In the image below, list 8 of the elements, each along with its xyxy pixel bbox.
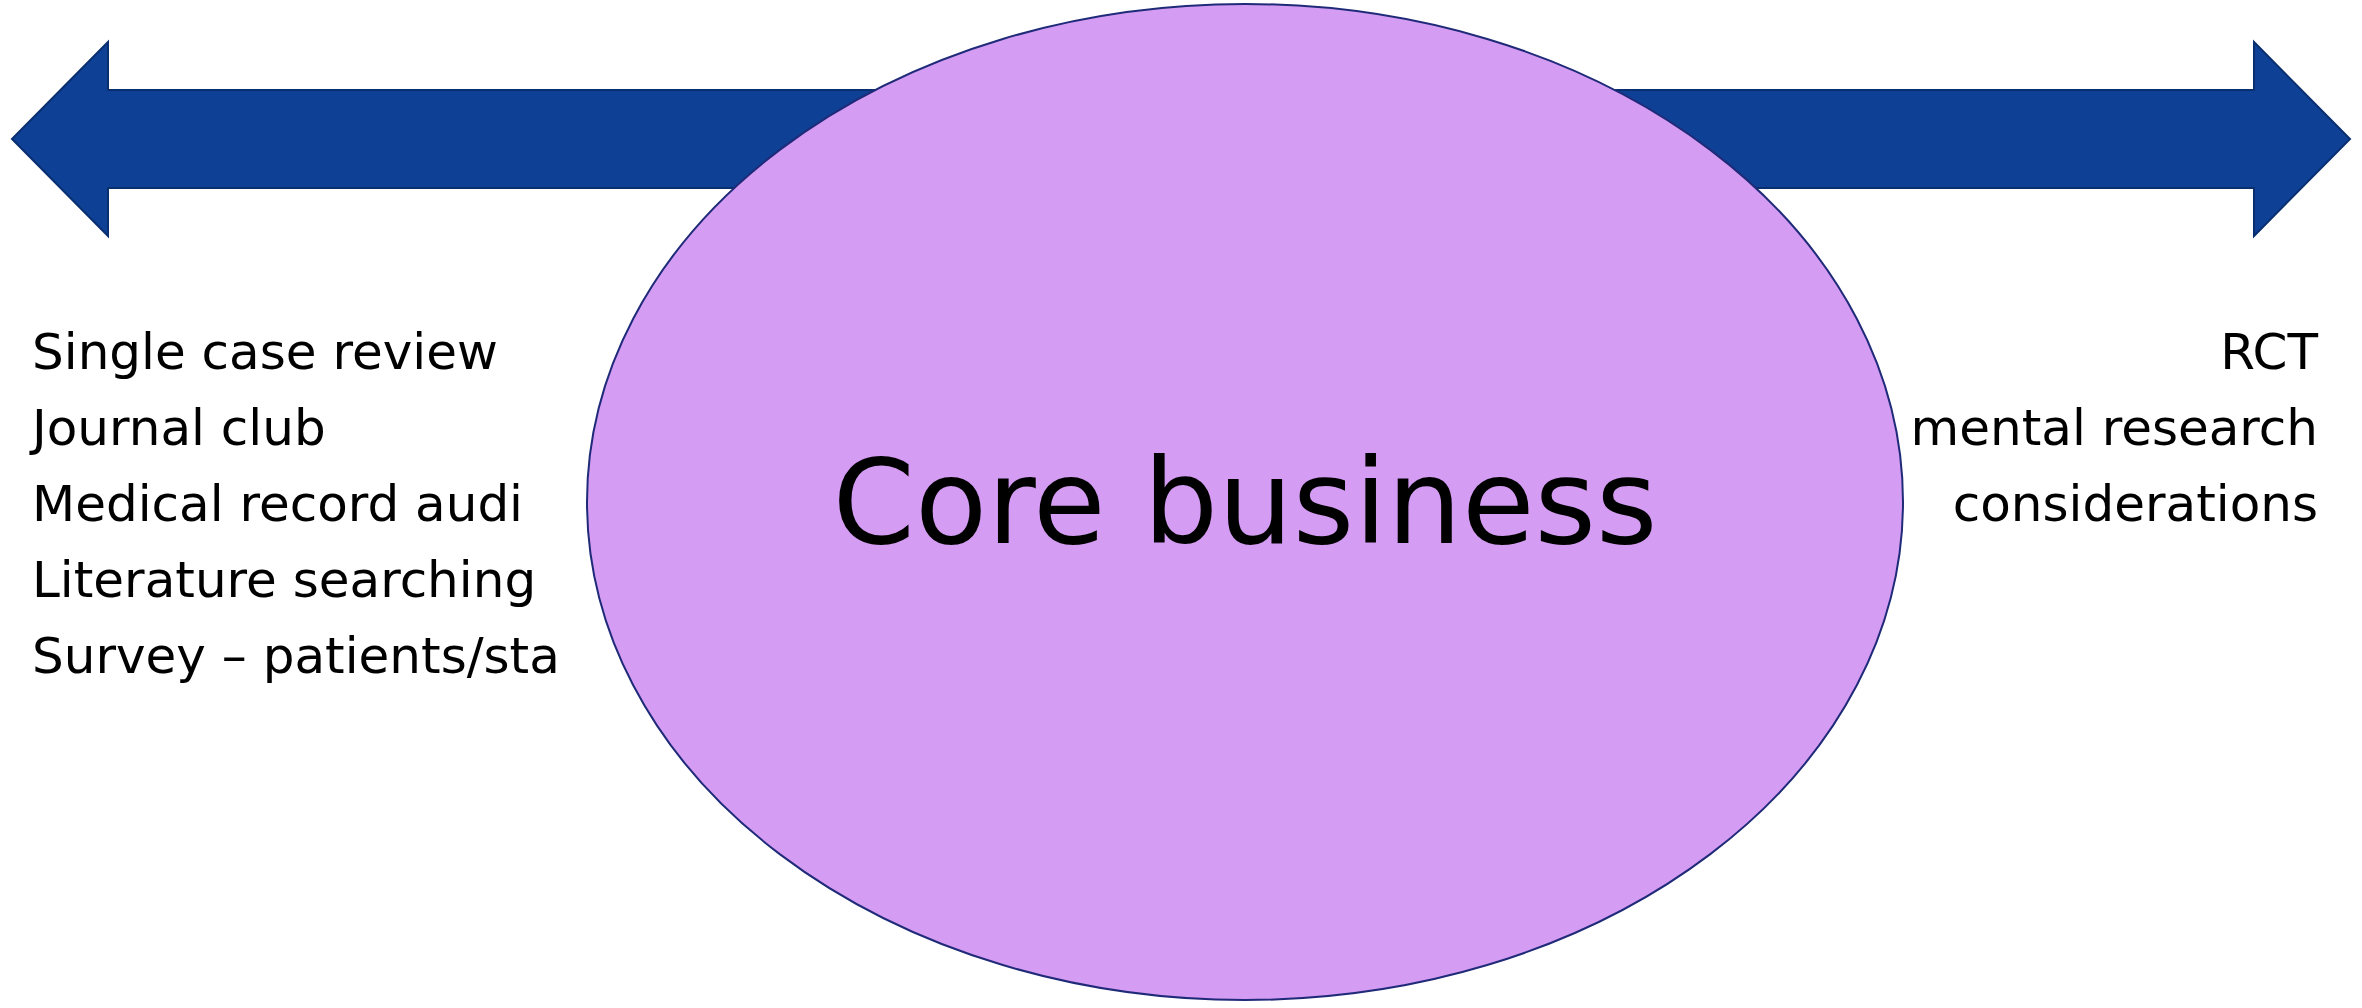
list-item-text: considerations (1952, 474, 2318, 534)
list-item-text: Single case review (32, 322, 498, 382)
ellipse-label: Core business (832, 433, 1658, 571)
list-item-text: Survey – patients/sta (32, 626, 560, 686)
list-item-text: mental research (1910, 398, 2318, 458)
list-item-text: Literature searching (32, 550, 537, 610)
list-item-text: Medical record audi (32, 474, 523, 534)
list-item-text: RCT (2220, 322, 2318, 382)
